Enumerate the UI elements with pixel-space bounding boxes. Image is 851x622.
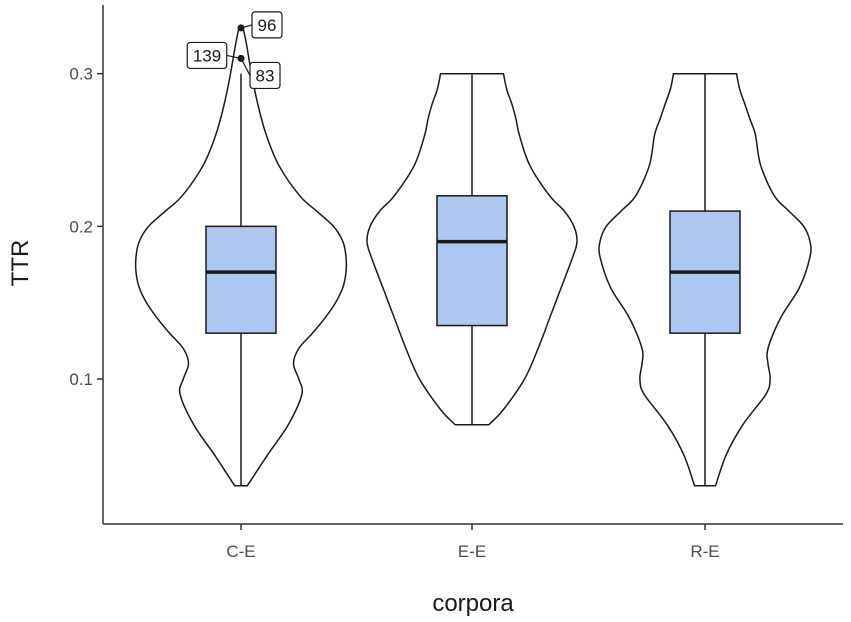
group-c-e: 96 139 83 (134, 11, 348, 487)
outlier-label: 139 (186, 41, 242, 70)
outlier-label-box (186, 41, 228, 70)
outlier-label-box (249, 61, 281, 90)
outlier-label-text: 96 (258, 16, 277, 35)
y-axis-title: TTR (7, 240, 34, 287)
outlier-label-box (251, 11, 283, 39)
y-tick-label: 0.3 (69, 65, 93, 84)
plot-area: 96 139 83 (134, 11, 812, 487)
y-tick-label: 0.1 (69, 370, 93, 389)
outlier-label-connector (240, 24, 253, 29)
violin-outline (366, 72, 578, 426)
x-tick-label: R-E (690, 542, 719, 561)
outlier-label: 83 (240, 58, 281, 90)
iqr-box (436, 195, 508, 327)
group-e-e (366, 72, 578, 426)
x-tick-label: C-E (226, 542, 255, 561)
group-r-e (598, 72, 812, 487)
x-axis-title: corpora (432, 590, 514, 617)
y-axis-ticks: 0.1 0.2 0.3 (69, 65, 103, 389)
outlier-label-text: 139 (193, 46, 221, 65)
outlier-label-connector (240, 58, 251, 76)
x-tick-label: E-E (458, 542, 486, 561)
outlier-label: 96 (240, 11, 283, 39)
iqr-box (205, 225, 277, 334)
y-tick-label: 0.2 (69, 217, 93, 236)
x-axis-ticks: C-E E-E R-E (226, 524, 720, 561)
violin-outline (598, 72, 812, 487)
outlier-label-text: 83 (256, 66, 275, 85)
